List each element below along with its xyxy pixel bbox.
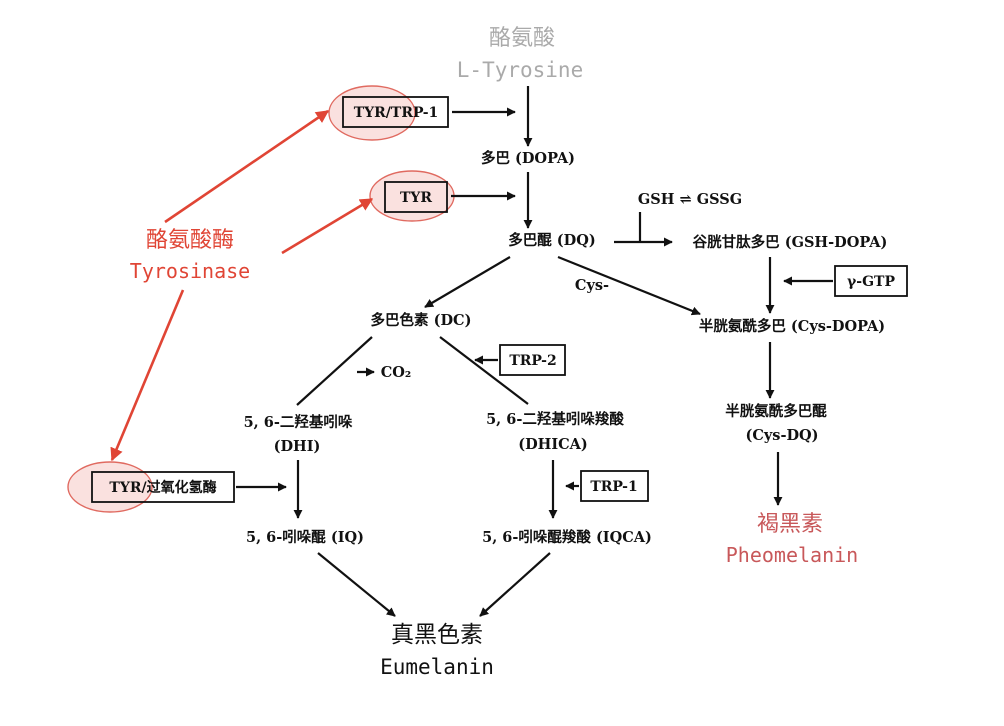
box-tyr-trp1 [342, 96, 449, 128]
tyrosinase-zh-label: 酪氨酸酶 [146, 228, 234, 253]
line-dc-to-dhica [439, 336, 529, 405]
pheomelanin-en-label: Pheomelanin [726, 543, 858, 567]
node-dhica-zh: 5, 6-二羟基吲哚羧酸 [486, 410, 624, 428]
red-arrow-to-tyr-trp1 [164, 109, 330, 224]
node-dq: 多巴醌 (DQ) [508, 231, 595, 249]
tyrosine-en-label: L-Tyrosine [457, 58, 583, 82]
box-tyr [384, 181, 448, 213]
box-gamma-gtp [834, 265, 908, 297]
arrow-iqca-to-eumelanin [479, 552, 551, 617]
box-trp2-label: TRP-2 [509, 353, 556, 369]
tyrosine-zh-label: 酪氨酸 [489, 26, 555, 51]
node-cys-dq-abbr: (Cys-DQ) [745, 427, 818, 444]
node-gsh-dopa: 谷胱甘肽多巴 (GSH-DOPA) [693, 233, 888, 251]
node-iq: 5, 6-吲哚醌 (IQ) [246, 529, 364, 546]
tyr-highlight-3 [67, 461, 153, 513]
box-tyr-peroxidase [91, 471, 235, 503]
line-dc-to-dhi [296, 336, 373, 406]
box-tyr-trp1-label: TYR/TRP-1 [354, 105, 439, 121]
node-dhi-zh: 5, 6-二羟基吲哚 [244, 413, 353, 431]
node-dhi-abbr: (DHI) [274, 438, 321, 455]
node-cys-label: Cys- [575, 277, 609, 294]
box-tyr-peroxidase-label: TYR/过氧化氢酶 [109, 479, 216, 496]
box-trp1-label: TRP-1 [590, 479, 637, 495]
pheomelanin-zh-label: 褐黑素 [757, 512, 823, 537]
node-cys-dopa: 半胱氨酰多巴 (Cys-DOPA) [699, 317, 885, 335]
node-co2: CO₂ [381, 364, 412, 381]
node-cys-dq-zh: 半胱氨酰多巴醌 [725, 402, 827, 420]
arrow-dq-to-dc [424, 256, 511, 308]
red-arrow-to-tyr [281, 197, 374, 255]
node-gsh-gssg: GSH ⇌ GSSG [638, 191, 742, 208]
box-trp2 [499, 344, 566, 376]
node-iqca: 5, 6-吲哚醌羧酸 (IQCA) [482, 528, 652, 546]
eumelanin-en-label: Eumelanin [380, 655, 494, 679]
box-tyr-label: TYR [400, 190, 432, 206]
node-dhica-abbr: (DHICA) [518, 436, 588, 453]
red-arrow-to-tyr-peroxidase [110, 289, 185, 462]
eumelanin-zh-label: 真黑色素 [391, 622, 483, 648]
node-dopa: 多巴 (DOPA) [481, 149, 575, 167]
arrow-iq-to-eumelanin [317, 552, 396, 617]
arrow-dq-to-cys-dopa [557, 255, 701, 316]
node-dc: 多巴色素 (DC) [371, 311, 472, 329]
box-gamma-gtp-label: γ-GTP [847, 274, 895, 290]
tyrosinase-en-label: Tyrosinase [130, 259, 250, 283]
box-trp1 [580, 470, 649, 502]
